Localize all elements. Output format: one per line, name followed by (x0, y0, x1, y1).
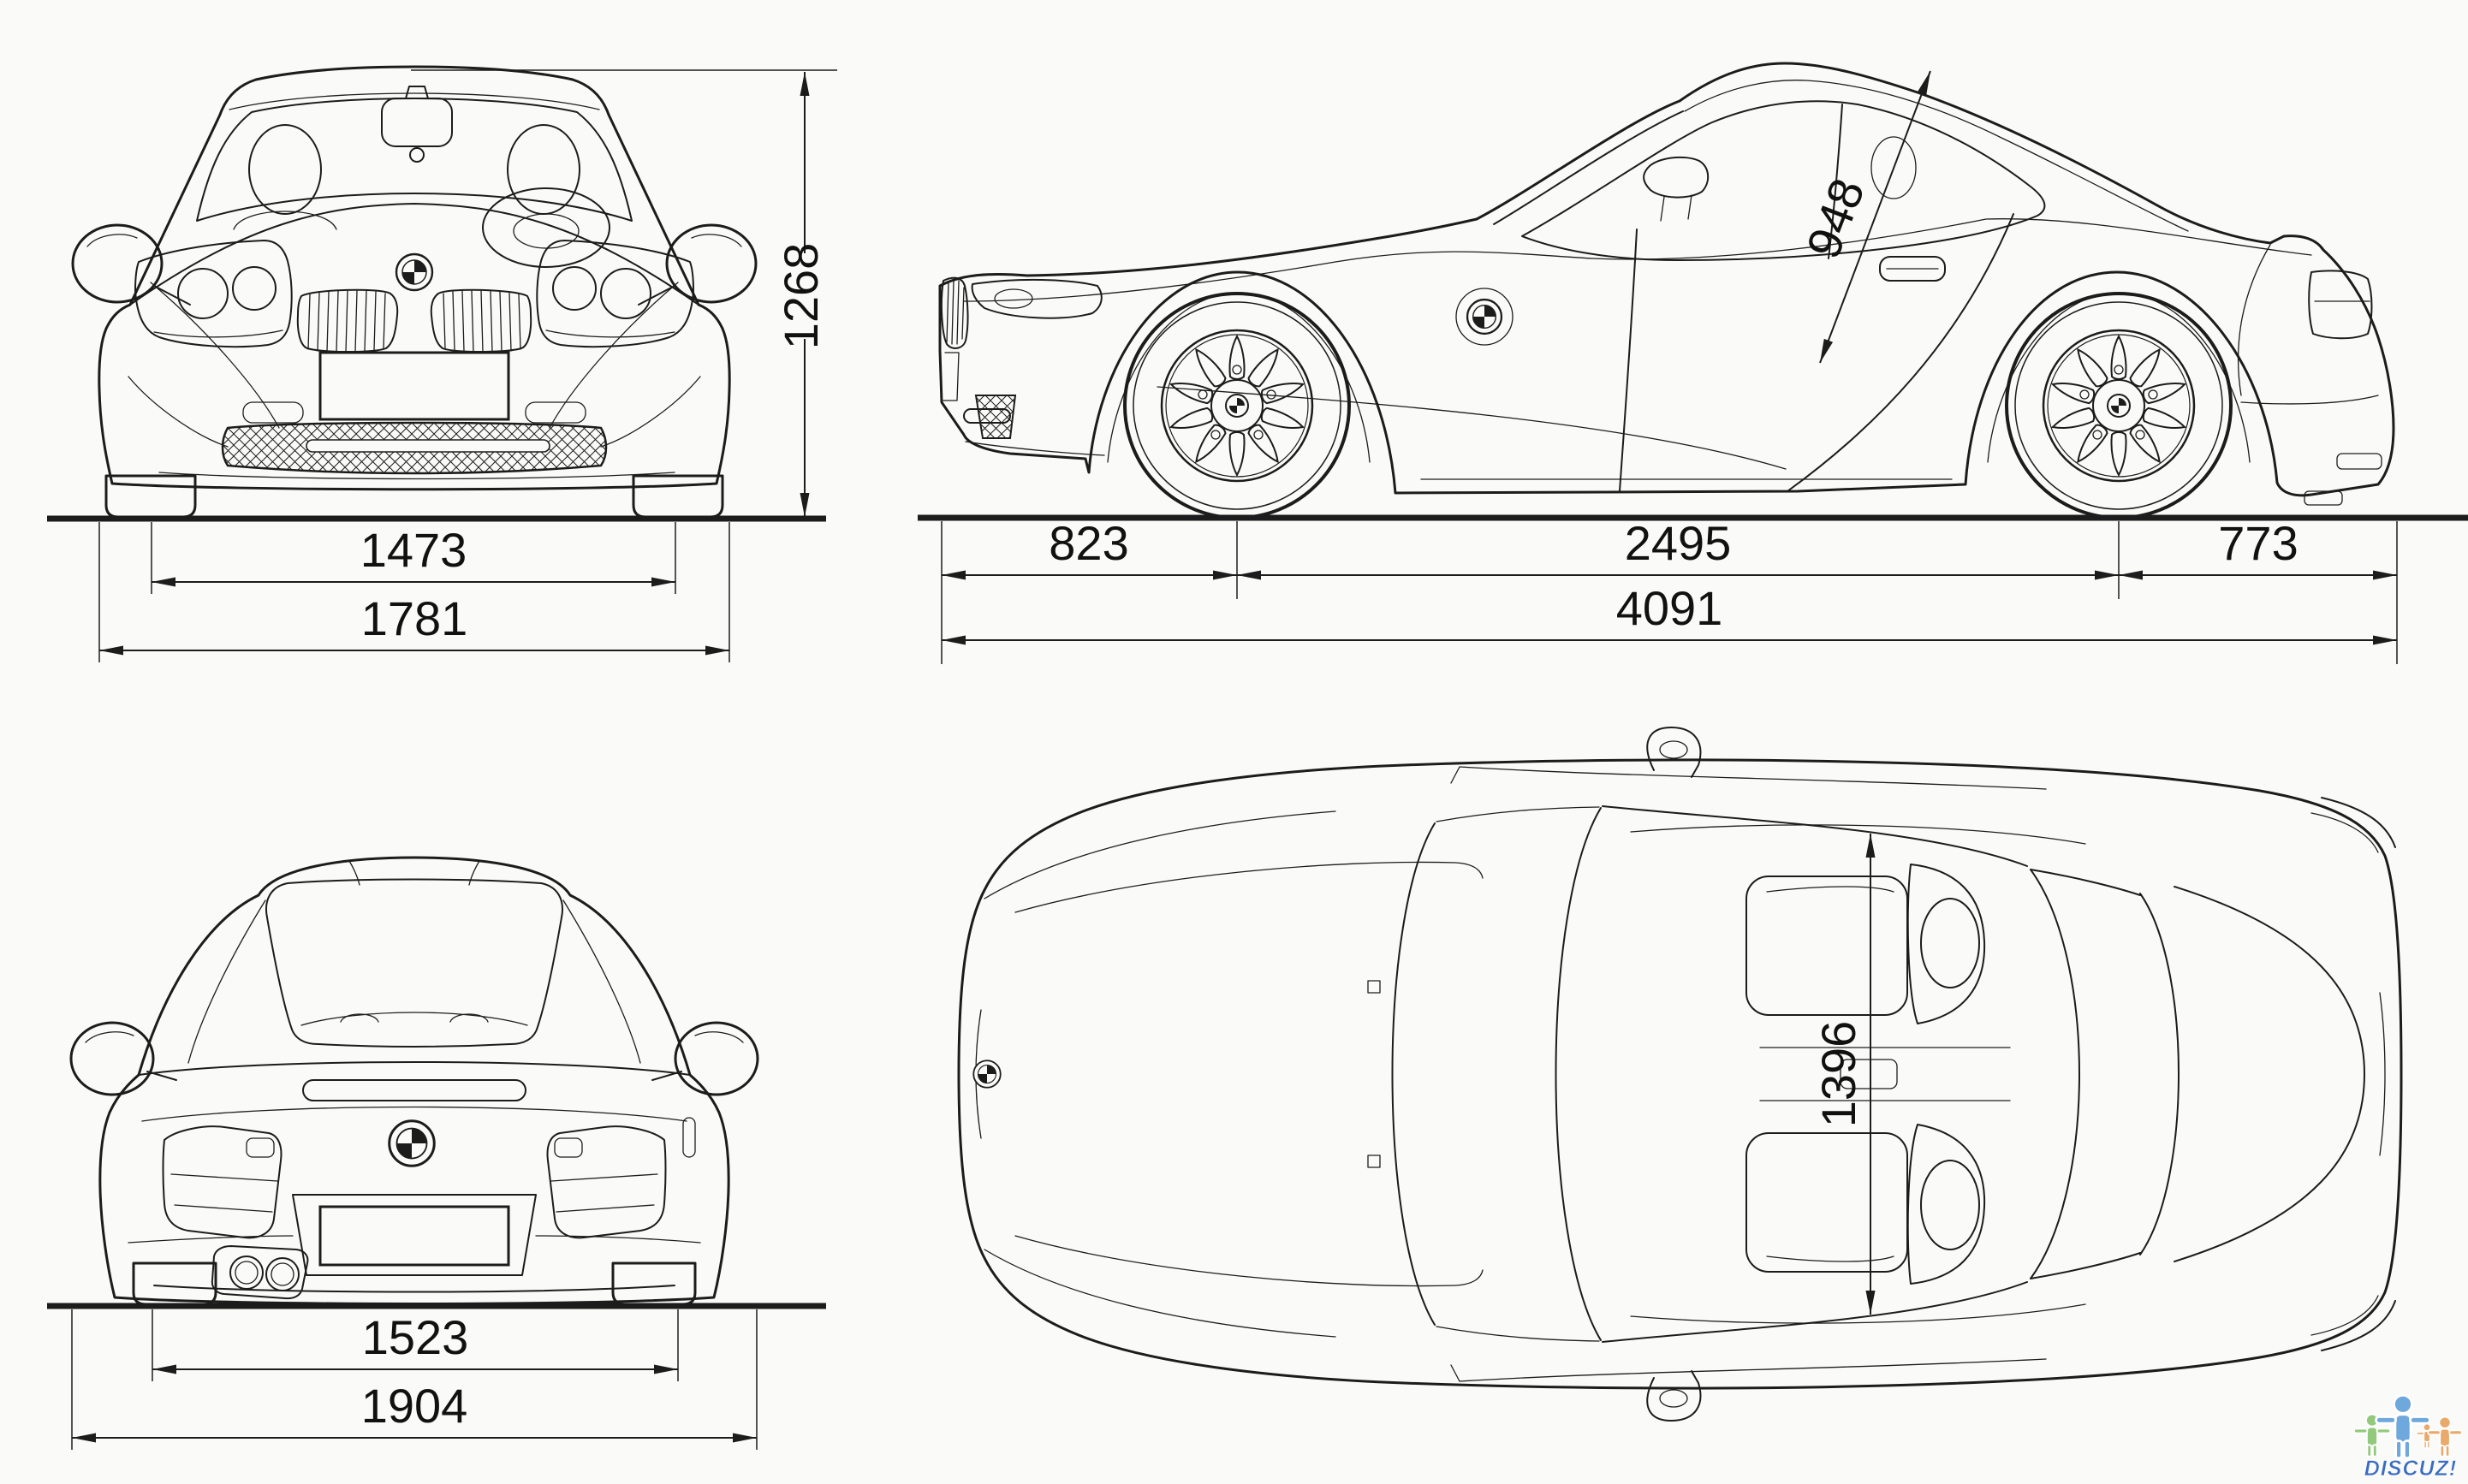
front-body-outline (98, 65, 731, 491)
front-view-car (71, 65, 758, 519)
dimension-front-overall-width: 1781 (98, 522, 730, 662)
dimension-cabin-width: 1396 (1811, 834, 1876, 1315)
front-windshield (196, 98, 633, 222)
top-view-car (957, 727, 2403, 1422)
exhaust-pipes (211, 1245, 309, 1300)
side-headlight (971, 278, 1103, 319)
side-taillight (2308, 270, 2373, 340)
front-track-label: 1473 (360, 523, 467, 577)
side-view: 823 2495 773 4091 948 (918, 62, 2468, 664)
top-body-outline (957, 758, 2403, 1390)
rear-track-label: 1523 (362, 1310, 469, 1364)
overall-height-label: 1268 (774, 243, 828, 350)
watermark-figure-orange (2427, 1416, 2463, 1457)
front-right-wheel (632, 474, 724, 519)
side-body-outline (938, 62, 2395, 497)
side-bumper-mesh (974, 395, 1017, 439)
rear-overhang-label: 773 (2218, 516, 2298, 570)
trunk-lip (302, 1079, 526, 1101)
dimension-overall-length: 4091 (942, 581, 2397, 645)
front-overall-width-label: 1781 (361, 591, 468, 645)
center-console (1759, 1047, 2011, 1101)
interior-mirror (381, 86, 453, 163)
rear-view: 1523 1904 (47, 856, 826, 1450)
front-left-foglight (242, 401, 304, 424)
door-handle (1879, 256, 1946, 282)
top-view: 1396 (957, 727, 2403, 1422)
side-mirror (1643, 156, 1710, 222)
rear-license-plate (318, 1205, 510, 1267)
front-right-grille (430, 288, 532, 353)
front-right-headlight (536, 240, 694, 348)
cabin-width-label: 1396 (1811, 1021, 1865, 1128)
dimension-front-track: 1473 (151, 522, 676, 594)
front-left-wheel (104, 474, 197, 519)
cowl-arc (1391, 822, 1436, 1326)
rear-overall-width-label: 1904 (361, 1379, 468, 1433)
front-right-foglight (525, 401, 586, 424)
watermark: DISCUZ! (2352, 1393, 2463, 1481)
front-right-mirror (638, 223, 758, 306)
front-overhang-label: 823 (1049, 516, 1128, 570)
front-air-intake (221, 421, 608, 475)
rear-left-mirror (69, 1021, 177, 1096)
dimension-overall-height: 1268 (411, 69, 837, 517)
front-left-headlight (134, 240, 293, 348)
steering-wheel (482, 187, 610, 268)
top-mirror (1646, 727, 1702, 778)
side-front-grille (940, 276, 969, 349)
side-exhaust (2304, 490, 2343, 506)
rear-right-taillight (546, 1125, 667, 1239)
right-headrest (507, 124, 580, 215)
dimension-overhangs-wheelbase: 823 2495 773 (941, 516, 2398, 664)
front-left-mirror (71, 223, 191, 306)
front-left-grille (296, 288, 399, 353)
side-marker (682, 1117, 696, 1158)
side-rear-wheel (2007, 294, 2231, 518)
top-seat (1745, 864, 1986, 1024)
front-view: 1473 1781 1268 (47, 65, 837, 662)
rear-left-taillight (162, 1125, 282, 1239)
trunk-outline (2174, 886, 2365, 1262)
door-rear-seam (1787, 213, 2014, 492)
rear-window (265, 878, 563, 1048)
rear-body-outline (98, 856, 730, 1305)
left-headrest (248, 124, 322, 215)
rear-plate-recess (292, 1194, 537, 1276)
side-windows (1521, 100, 2046, 261)
front-bmw-roundel (395, 252, 434, 292)
side-bmw-roundel (1466, 298, 1503, 335)
front-license-plate (318, 351, 510, 421)
dimension-rear-overall-width: 1904 (71, 1309, 758, 1450)
dimension-rear-track: 1523 (152, 1309, 679, 1381)
rear-bmw-roundel (388, 1119, 436, 1167)
wheelbase-label: 2495 (1625, 516, 1732, 570)
watermark-figure-orange-small (2416, 1423, 2438, 1449)
side-front-wheel (1125, 294, 1349, 518)
top-bmw-roundel (972, 1060, 1002, 1089)
overall-length-label: 4091 (1616, 581, 1723, 635)
rear-view-car (69, 856, 759, 1306)
watermark-text: DISCUZ! (2364, 1457, 2457, 1481)
watermark-figure-blue (2375, 1393, 2431, 1460)
door-front-seam (1619, 229, 1638, 492)
rear-right-mirror (651, 1021, 759, 1096)
side-view-car (938, 62, 2395, 518)
roof-front-arc (1555, 807, 1602, 1341)
dimension-door-diagonal: 948 (1796, 70, 1931, 364)
side-reflector (2336, 453, 2382, 470)
